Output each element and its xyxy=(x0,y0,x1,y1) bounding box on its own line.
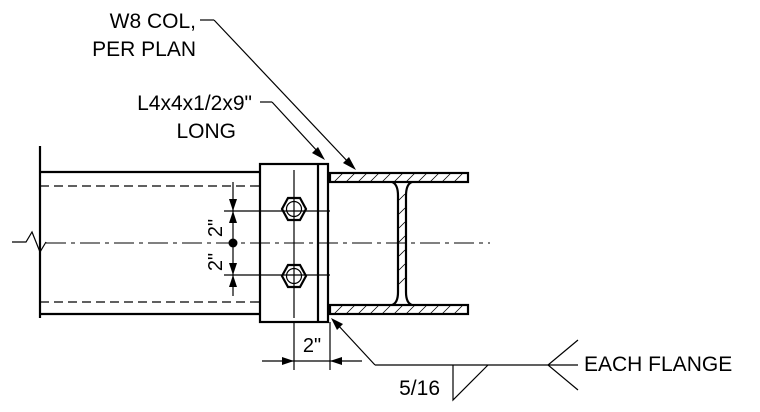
vertical-dimension: 2" 2" xyxy=(205,182,248,296)
angle-leader xyxy=(260,101,325,160)
angle-callout-line1: L4x4x1/2x9" xyxy=(137,92,252,115)
weld-arrow-line xyxy=(336,323,376,366)
horizontal-dimension: 2" xyxy=(262,322,362,370)
break-line xyxy=(12,230,47,254)
bolt-spacing-lower-text: 2" xyxy=(205,253,227,271)
weld-note-text: EACH FLANGE xyxy=(584,353,732,376)
weld-symbol xyxy=(331,318,579,402)
column-top-flange xyxy=(328,171,470,184)
column-leader xyxy=(200,19,356,170)
clip-angle xyxy=(248,162,330,324)
bolt-lower xyxy=(280,263,308,289)
w8-column xyxy=(328,171,470,316)
bolt-upper xyxy=(280,196,308,222)
fillet-weld-symbol xyxy=(452,364,489,402)
column-callout-line1: W8 COL, xyxy=(110,10,196,33)
column-web-right xyxy=(404,180,413,307)
weld-tail xyxy=(547,339,579,391)
column-web-left xyxy=(391,180,400,307)
column-callout-line2: PER PLAN xyxy=(92,38,196,61)
column-bottom-flange xyxy=(328,303,470,316)
column-hatching xyxy=(333,172,464,315)
bolt-spacing-upper-text: 2" xyxy=(205,219,227,237)
centerline-dot xyxy=(228,238,238,248)
angle-callout-line2: LONG xyxy=(176,120,236,143)
weld-size-text: 5/16 xyxy=(399,377,440,400)
beam xyxy=(12,146,260,318)
edge-distance-text: 2" xyxy=(303,335,321,357)
